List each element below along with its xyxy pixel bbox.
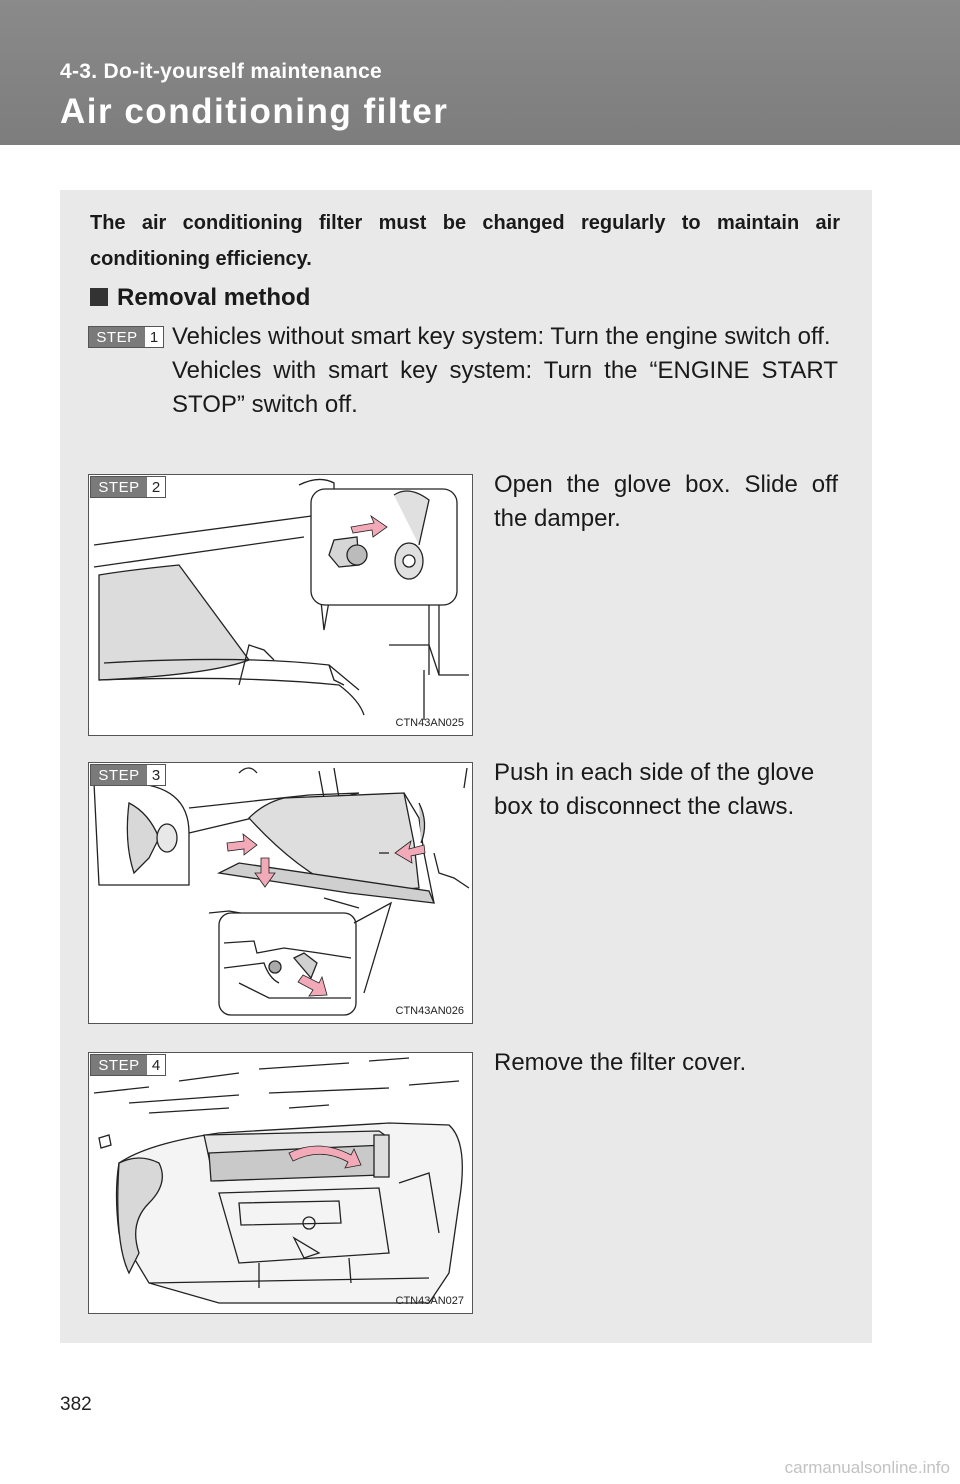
step-number: 4 — [151, 1056, 161, 1074]
step-2-figure: STEP 2 CTN43AN025 — [88, 474, 473, 736]
step-4-figure: STEP 4 CTN43AN027 — [88, 1052, 473, 1314]
step-1-line-1: Vehicles without smart key system: Turn … — [172, 323, 831, 350]
figure-code: CTN43AN027 — [395, 1295, 464, 1307]
step-3-text: Push in each side of the glove box to di… — [494, 759, 815, 820]
section-label: 4-3. Do-it-yourself maintenance — [60, 60, 383, 83]
removal-method-heading: Removal method — [90, 284, 310, 312]
step-1-line-2: Vehicles with smart key system: Turn the… — [172, 357, 838, 418]
step-word: STEP — [91, 765, 147, 785]
step-1-text: Vehicles without smart key system: Turn … — [172, 320, 838, 422]
step-number: 2 — [151, 478, 161, 496]
subhead-label: Removal method — [117, 284, 311, 311]
step-word: STEP — [91, 477, 147, 497]
watermark: carmanualsonline.info — [784, 1458, 950, 1477]
page-number: 382 — [60, 1394, 92, 1415]
step-number: 3 — [151, 766, 161, 784]
step-number: 1 — [149, 328, 159, 346]
step-word: STEP — [89, 327, 145, 347]
step-2-text: Open the glove box. Slide off the damper… — [494, 471, 838, 532]
step-4-text: Remove the filter cover. — [494, 1049, 747, 1076]
glove-box-damper-illustration — [93, 478, 469, 720]
step-3-figure: STEP 3 CTN43AN026 — [88, 762, 473, 1024]
square-bullet-icon — [90, 288, 108, 306]
step-3-badge: STEP 3 — [90, 764, 166, 786]
page-header: 4-3. Do-it-yourself maintenance Air cond… — [0, 0, 960, 145]
step-1-badge: STEP 1 — [88, 326, 164, 348]
step-4-badge: STEP 4 — [90, 1054, 166, 1076]
figure-code: CTN43AN025 — [395, 717, 464, 729]
filter-cover-illustration — [93, 1057, 463, 1304]
step-2-badge: STEP 2 — [90, 476, 166, 498]
figure-code: CTN43AN026 — [395, 1005, 464, 1017]
step-word: STEP — [91, 1055, 147, 1075]
page-title: Air conditioning filter — [60, 92, 449, 131]
intro-text: The air conditioning filter must be chan… — [90, 212, 840, 270]
glove-box-claws-illustration — [93, 767, 470, 1016]
